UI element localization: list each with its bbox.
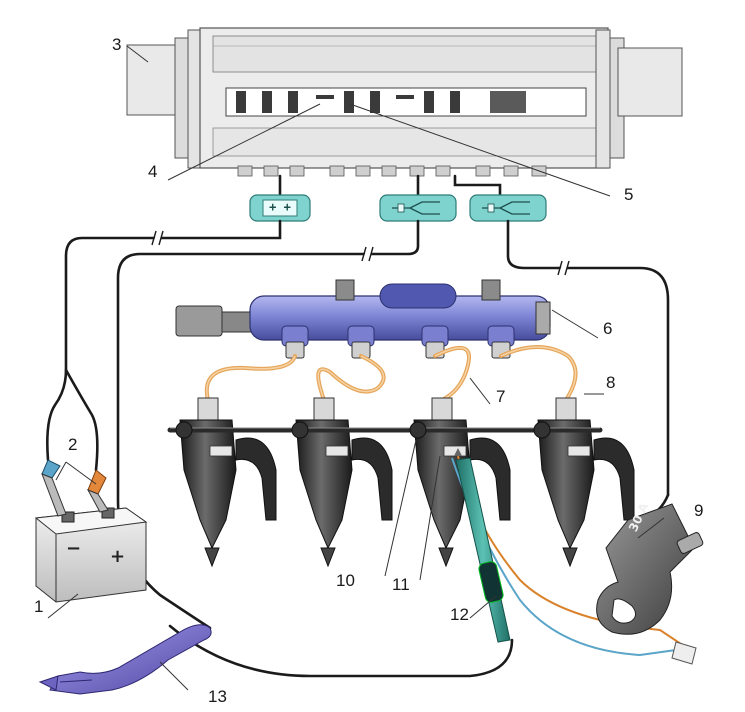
ground-clip xyxy=(38,624,212,695)
long-wires xyxy=(46,219,670,678)
connector-box-signal-1 xyxy=(379,194,457,222)
callout-13: 13 xyxy=(208,687,227,706)
callout-1: 1 xyxy=(34,597,44,616)
injector-4 xyxy=(537,397,635,568)
connector-a-symbol: + + xyxy=(269,200,291,214)
injector-1 xyxy=(179,397,277,568)
common-rail xyxy=(175,279,551,359)
callout-7: 7 xyxy=(496,387,506,406)
callout-2: 2 xyxy=(68,435,78,454)
callout-5: 5 xyxy=(624,185,634,204)
battery-clamps xyxy=(41,459,109,517)
return-rod xyxy=(167,421,603,439)
battery-minus-label: − xyxy=(66,538,82,559)
callout-3: 3 xyxy=(112,35,122,54)
battery xyxy=(34,507,148,603)
wire-break-marks xyxy=(151,230,570,276)
callout-10: 10 xyxy=(336,571,355,590)
bench-cables xyxy=(278,174,502,197)
callout-12: 12 xyxy=(450,605,469,624)
injectors xyxy=(179,397,635,568)
test-probe xyxy=(454,448,511,643)
battery-plus-label: + xyxy=(110,546,126,567)
callout-11: 11 xyxy=(392,575,410,594)
leader-lines xyxy=(47,45,665,691)
test-bench xyxy=(126,27,683,177)
high-pressure-lines xyxy=(204,345,578,402)
callout-6: 6 xyxy=(603,319,613,338)
connector-box-signal-2 xyxy=(469,194,547,222)
callout-4: 4 xyxy=(148,162,158,181)
clamp-meter xyxy=(596,493,704,635)
callout-9: 9 xyxy=(694,501,704,520)
callout-8: 8 xyxy=(606,373,616,392)
injector-2 xyxy=(295,397,393,568)
